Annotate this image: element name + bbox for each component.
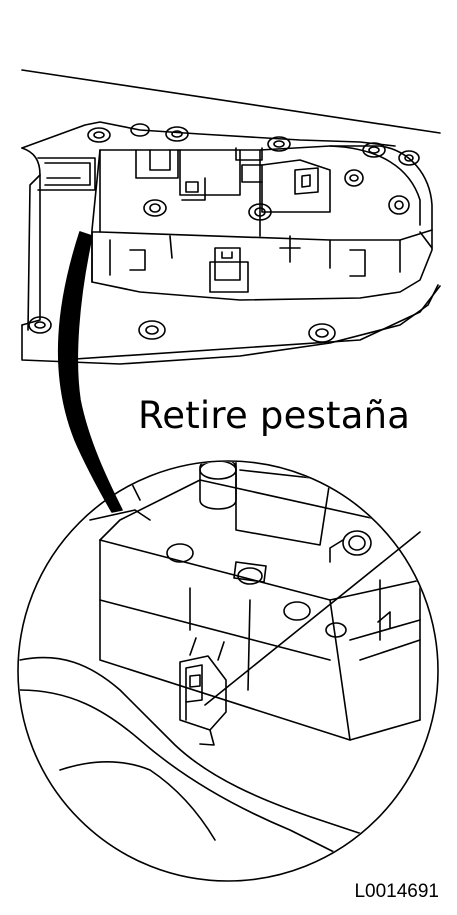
boss-top-4 (268, 137, 290, 151)
callout-connector (59, 232, 122, 512)
leader-line (205, 532, 420, 705)
latch-tab (180, 638, 226, 745)
boss-bottom-2 (139, 321, 165, 339)
boss-top-5 (363, 143, 385, 157)
boss-top-6 (399, 151, 419, 165)
detail-magnified-view (18, 458, 438, 881)
boss-top-2 (131, 124, 149, 136)
boss-top-1 (88, 128, 110, 142)
boss-bottom-1 (29, 317, 51, 333)
figure-code: L0014691 (354, 881, 439, 902)
caption-label: Retire pestaña (138, 394, 411, 437)
boss-bottom-3 (309, 324, 335, 342)
switch-assembly-overview (22, 70, 440, 364)
boss-top-3 (166, 127, 188, 141)
